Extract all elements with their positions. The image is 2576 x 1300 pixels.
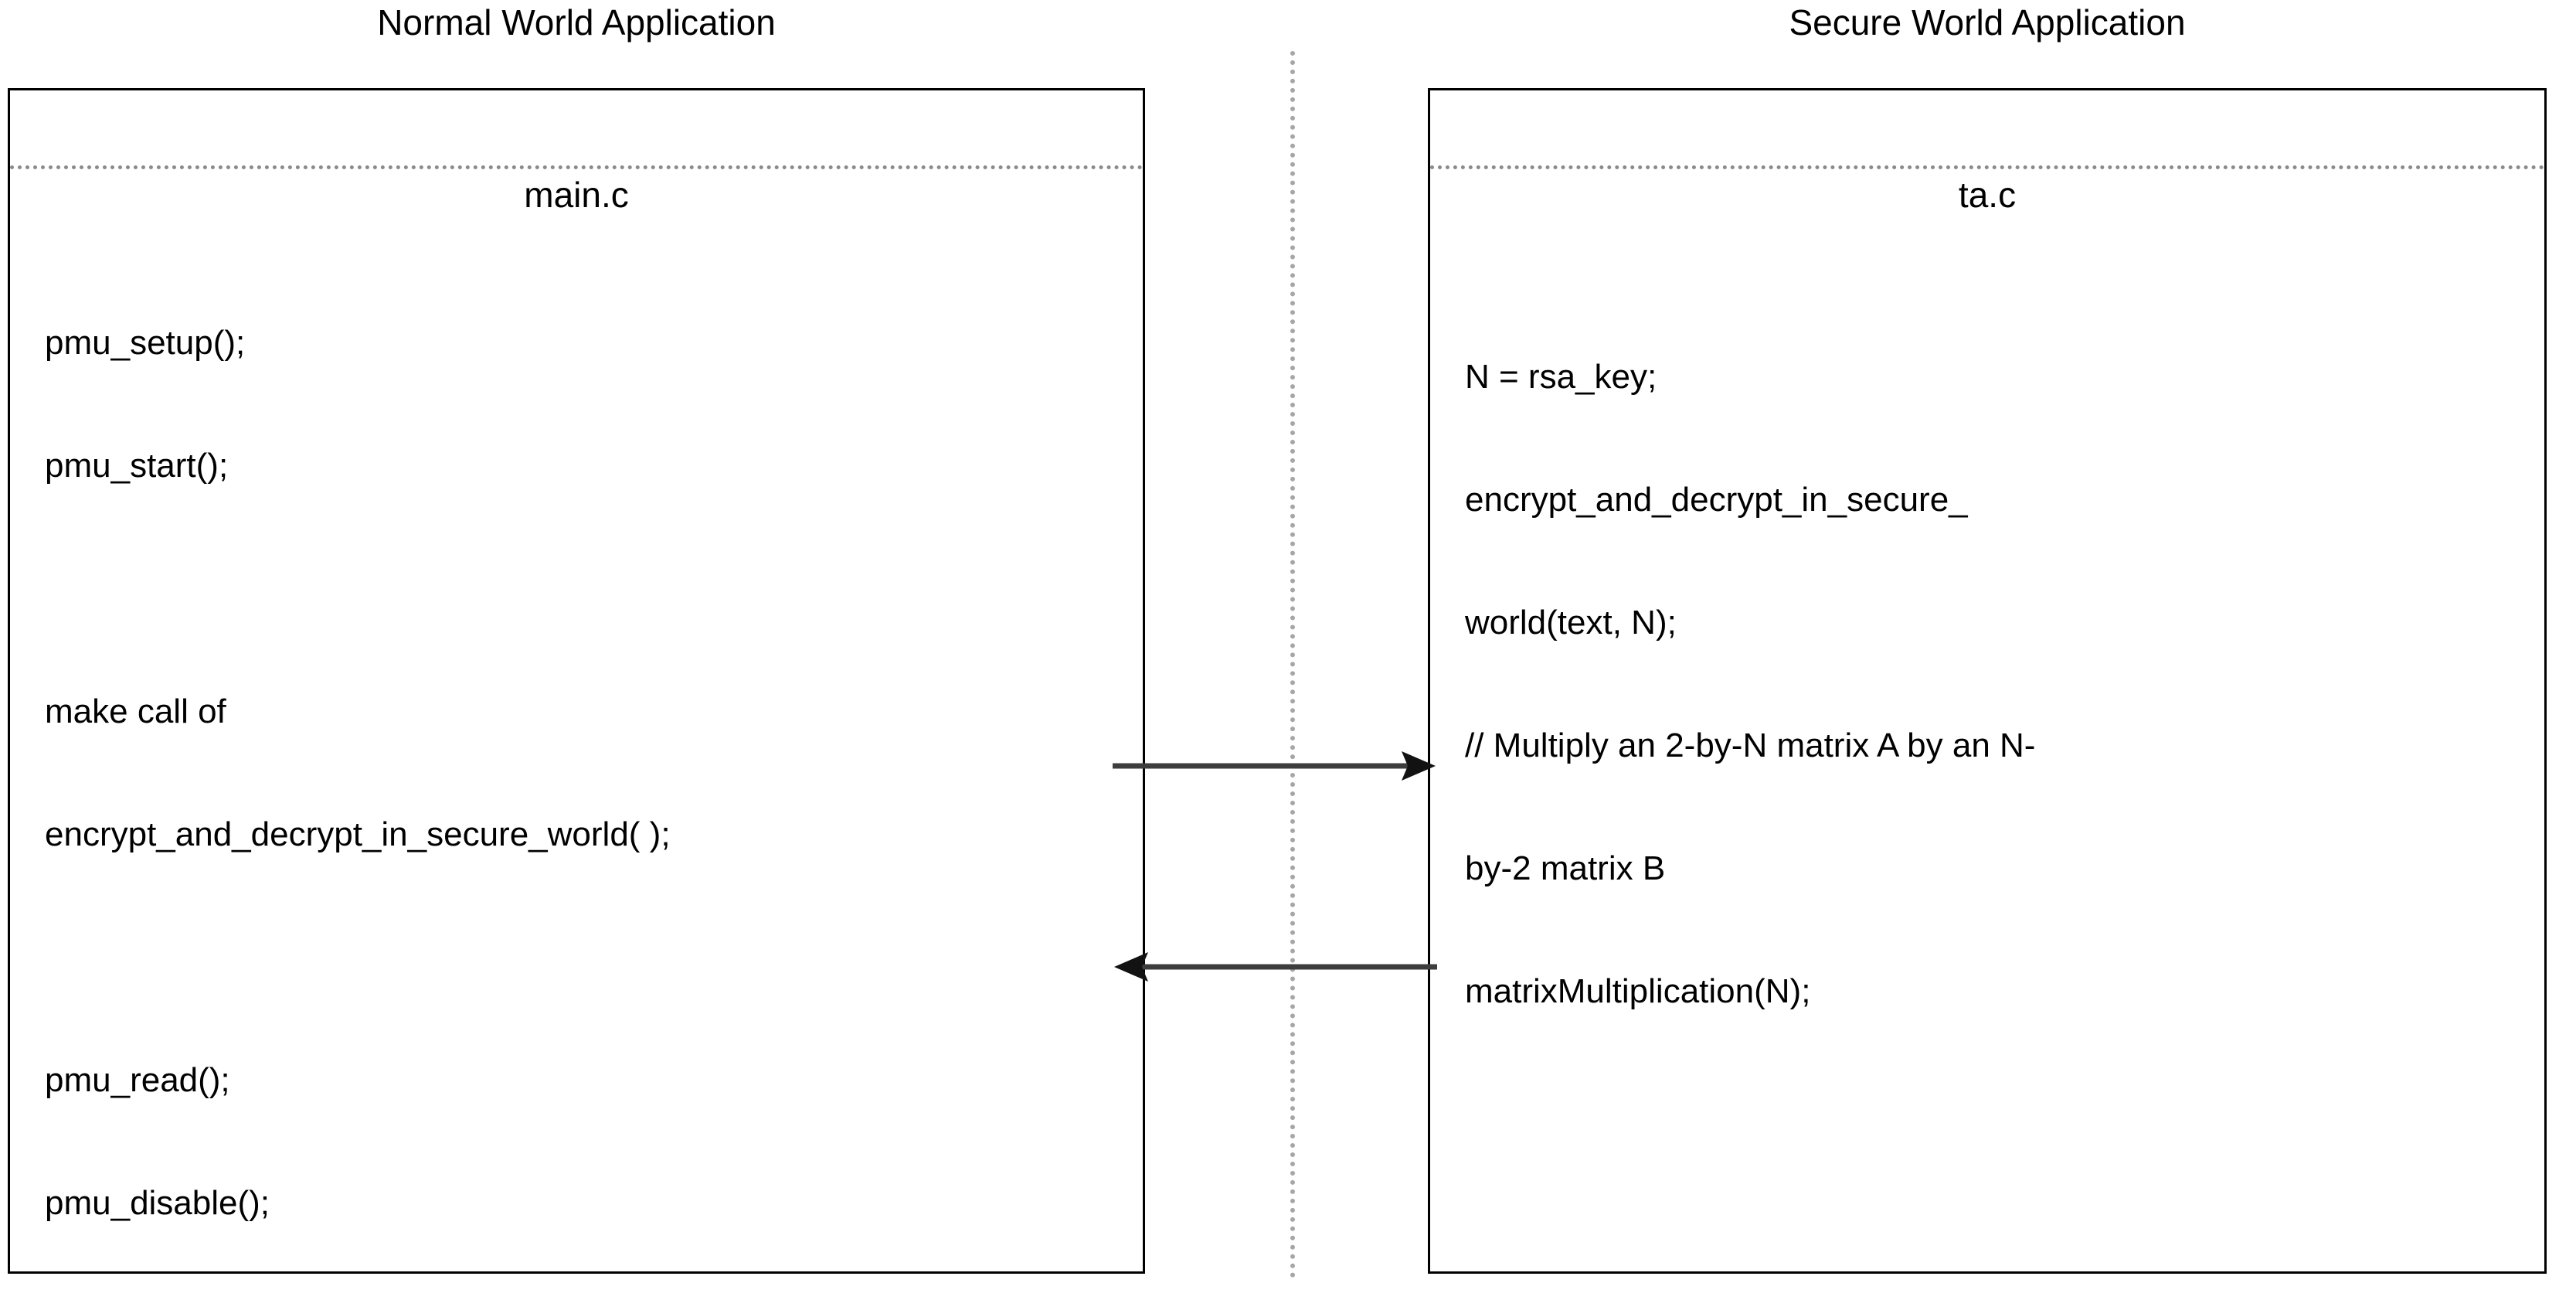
code-line-comment: by-2 matrix B — [1465, 849, 1666, 887]
code-line: pmu_setup(); — [45, 324, 246, 362]
normal-world-box: main.c pmu_setup(); pmu_start(); make ca… — [8, 88, 1145, 1274]
code-line: matrixMultiplication(N); — [1465, 972, 1811, 1010]
code-line: world(text, N); — [1465, 604, 1677, 641]
call-arrow-icon — [1113, 751, 1436, 781]
secure-world-code-block: N = rsa_key; encrypt_and_decrypt_in_secu… — [1465, 274, 2493, 1094]
code-line: make call of — [45, 693, 226, 730]
secure-world-header-divider — [1430, 165, 2544, 169]
code-line-blank — [45, 568, 671, 609]
code-line: N = rsa_key; — [1465, 358, 1657, 396]
code-line-blank — [45, 937, 671, 978]
world-boundary-divider — [1290, 51, 1295, 1278]
code-line: encrypt_and_decrypt_in_secure_ — [1465, 481, 1968, 519]
code-line: encrypt_and_decrypt_in_secure_world( ); — [45, 815, 671, 853]
code-line: pmu_disable(); — [45, 1184, 270, 1222]
code-line: pmu_read(); — [45, 1061, 230, 1099]
code-line: pmu_start(); — [45, 447, 229, 485]
normal-world-code-block: pmu_setup(); pmu_start(); make call of e… — [45, 240, 671, 1300]
secure-world-box: ta.c N = rsa_key; encrypt_and_decrypt_in… — [1428, 88, 2547, 1274]
normal-world-title: Normal World Application — [377, 2, 776, 43]
return-arrow-icon — [1114, 952, 1437, 982]
code-line-comment: // Multiply an 2-by-N matrix A by an N- — [1465, 727, 2036, 764]
normal-world-header-divider — [10, 165, 1143, 169]
normal-world-file-name: main.c — [524, 175, 629, 215]
secure-world-title: Secure World Application — [1789, 2, 2186, 43]
secure-world-file-name: ta.c — [1958, 175, 2017, 215]
